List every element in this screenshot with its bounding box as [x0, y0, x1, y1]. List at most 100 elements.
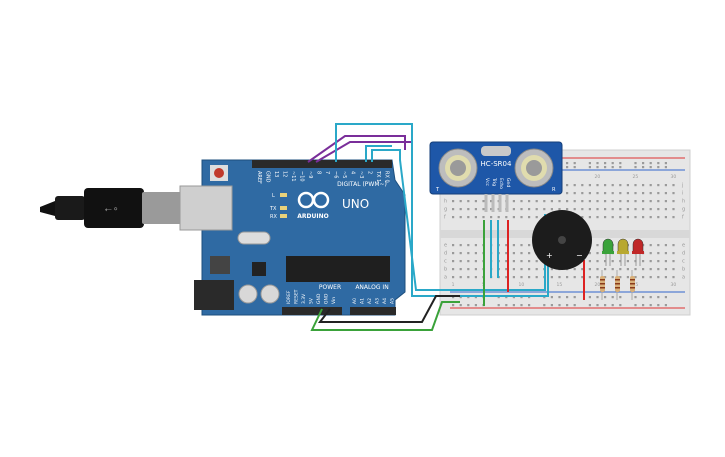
- digital-pin-label: AREF: [256, 171, 262, 184]
- digital-pin-label: ~5: [341, 171, 347, 178]
- power-pin-label: IOREF: [286, 290, 292, 304]
- power-pin-label: GND: [316, 293, 322, 304]
- small-chip: [252, 262, 266, 276]
- sensor-pin: [484, 194, 488, 212]
- digital-pin-label: 8: [316, 171, 322, 174]
- power-pin-label: RESET: [294, 289, 300, 304]
- digital-pin-label: 12: [282, 171, 288, 177]
- atmega-chip: [286, 256, 390, 282]
- row-letter: i: [682, 191, 683, 197]
- sensor-t-mark: T: [435, 187, 440, 193]
- buzzer-plus: +: [546, 251, 553, 260]
- analog-pin-label: A1: [360, 298, 366, 304]
- column-number: 10: [519, 282, 525, 288]
- analog-pin-label: A2: [367, 298, 373, 304]
- led-red[interactable]: [632, 238, 644, 266]
- column-number: 15: [557, 282, 563, 288]
- row-letter: h: [682, 199, 685, 205]
- digital-pin-label: RX 0: [384, 171, 390, 183]
- row-letter: g: [444, 207, 447, 213]
- row-letter: d: [682, 251, 685, 257]
- column-number: 1: [452, 282, 455, 288]
- arduino-brand: ARDUINO: [297, 213, 328, 220]
- led-rx-label: RX: [270, 214, 277, 220]
- led-group[interactable]: [600, 238, 644, 300]
- wire-cyan-2: [371, 149, 546, 291]
- row-letter: f: [682, 215, 684, 221]
- row-letter: c: [444, 259, 447, 265]
- sensor-pin-label: Vcc: [484, 178, 490, 187]
- wire-cyan-long: [335, 123, 549, 297]
- analog-pin-label: A5: [390, 298, 396, 304]
- led-yellow[interactable]: [617, 238, 629, 266]
- piezo-buzzer[interactable]: + −: [532, 210, 592, 270]
- led-l-label: L: [272, 193, 275, 199]
- usb-port: [179, 185, 233, 231]
- sensor-pin: [491, 194, 495, 212]
- regulator: [210, 256, 230, 274]
- row-letter: b: [682, 267, 685, 273]
- usb-icon: ⭠⚬: [105, 205, 120, 215]
- resistor[interactable]: [600, 270, 605, 300]
- sensor-pin: [498, 194, 502, 212]
- led-tx: [280, 206, 287, 210]
- sensor-model: HC-SR04: [481, 160, 512, 168]
- column-number: 25: [633, 174, 639, 180]
- signal-wires: [307, 123, 585, 331]
- sensor-crystal: [481, 146, 511, 156]
- led-l: [280, 193, 287, 197]
- analog-pin-label: A3: [375, 298, 381, 304]
- power-pin-label: 3.3V: [301, 293, 307, 304]
- digital-pin-label: ~10: [299, 171, 305, 182]
- digital-pin-label: TX 1: [375, 170, 381, 182]
- row-letter: a: [682, 275, 685, 281]
- power-header[interactable]: [282, 307, 342, 315]
- digital-pin-label: GND: [265, 171, 271, 183]
- row-letter: d: [444, 251, 447, 257]
- row-letter: f: [444, 215, 446, 221]
- sensor-pin-label: Gnd: [505, 178, 511, 187]
- led-green[interactable]: [602, 238, 614, 266]
- digital-label: DIGITAL (PWM~): [337, 181, 387, 188]
- sensor-pin-label: Trig: [491, 177, 497, 186]
- column-number: 20: [595, 282, 601, 288]
- digital-pin-label: ~11: [290, 171, 296, 182]
- digital-pin-label: ~9: [307, 171, 313, 178]
- crystal: [237, 231, 271, 245]
- row-letter: j: [681, 183, 683, 189]
- led-rx: [280, 214, 287, 218]
- resistor[interactable]: [615, 270, 620, 300]
- buzzer-minus: −: [576, 251, 583, 260]
- digital-pin-label: 7: [324, 171, 330, 174]
- digital-pin-label: 13: [273, 171, 279, 177]
- power-jack: [194, 280, 234, 310]
- wire-green-5v: [310, 301, 460, 331]
- analog-pin-label: A0: [352, 298, 358, 304]
- sensor-pin: [505, 194, 509, 212]
- digital-header[interactable]: [252, 160, 392, 168]
- column-number: 20: [595, 174, 601, 180]
- wire-black-gnd: [317, 295, 460, 323]
- row-letter: c: [682, 259, 685, 265]
- reset-button[interactable]: [214, 168, 224, 178]
- sensor-r-mark: R: [552, 187, 556, 193]
- resistor[interactable]: [630, 270, 635, 300]
- wire-purple-2: [315, 141, 413, 163]
- row-letter: h: [444, 199, 447, 205]
- row-letter: b: [444, 267, 447, 273]
- capacitor-1: [238, 284, 258, 304]
- analog-pin-label: A4: [382, 298, 388, 304]
- analog-header[interactable]: [350, 307, 396, 315]
- digital-pin-label: 4: [350, 171, 356, 174]
- model-label: UNO: [342, 197, 369, 211]
- row-letter: e: [682, 243, 685, 249]
- row-letter: a: [444, 275, 447, 281]
- column-number: 30: [671, 174, 677, 180]
